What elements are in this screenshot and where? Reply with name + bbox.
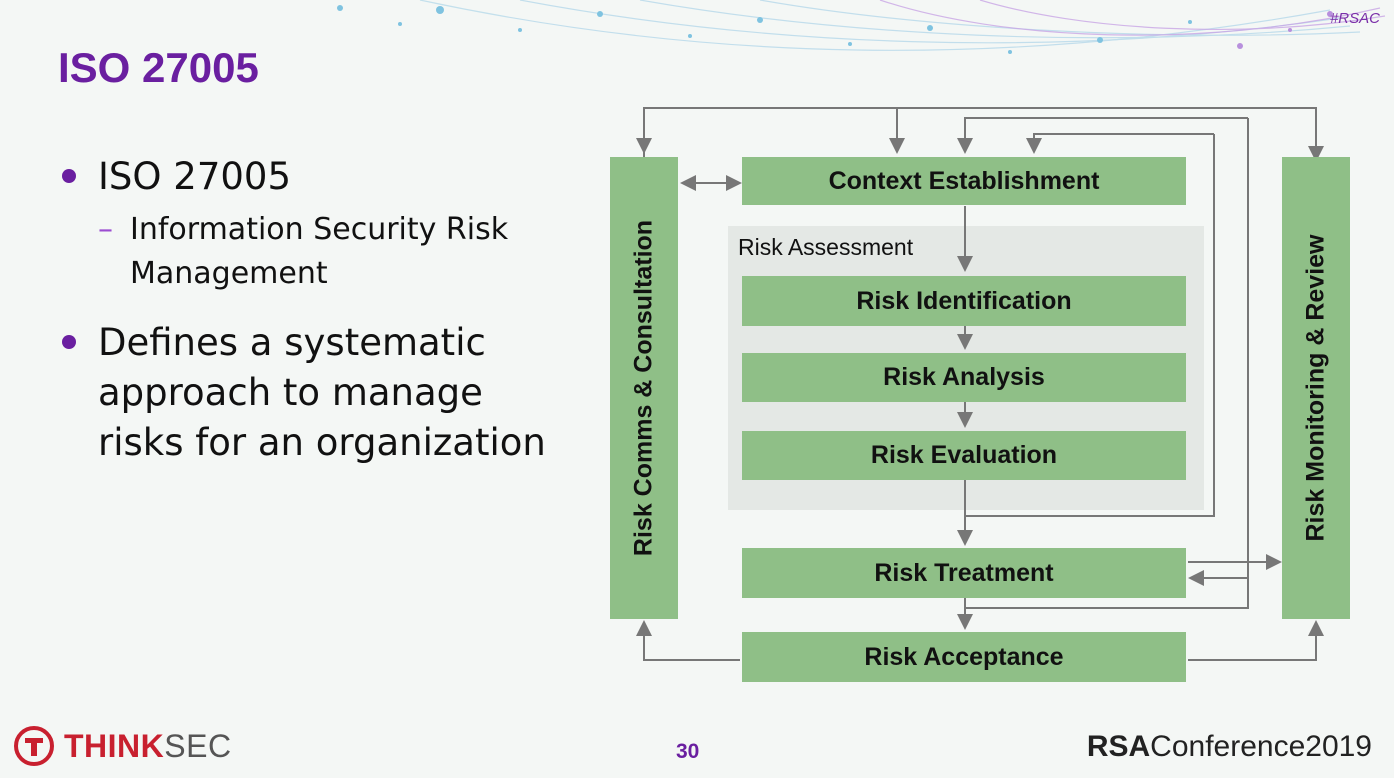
conference-text: Conference2019 <box>1150 730 1372 763</box>
bullet-item: ISO 27005 <box>58 152 578 202</box>
dash-icon: – <box>98 212 113 247</box>
risk-monitoring-review-label: Risk Monitoring & Review <box>1301 234 1330 542</box>
slide-title: ISO 27005 <box>58 44 259 91</box>
decorative-header-pattern <box>337 0 1386 54</box>
bullet-dot-icon <box>62 335 76 349</box>
risk-treatment-box: Risk Treatment <box>742 548 1186 598</box>
risk-analysis-box: Risk Analysis <box>742 353 1186 402</box>
risk-assessment-label: Risk Assessment <box>738 234 914 260</box>
risk-evaluation-box: Risk Evaluation <box>742 431 1186 480</box>
thinksec-logo: THINK SEC <box>14 726 232 766</box>
context-establishment-box: Context Establishment <box>742 157 1186 205</box>
rsa-conference-logo: RSAConference2019 <box>1087 730 1372 764</box>
bullet-text: Defines a systematic approach to manage … <box>98 321 546 464</box>
bullet-list: ISO 27005 – Information Security Risk Ma… <box>58 152 578 468</box>
risk-comms-consultation-box: Risk Comms & Consultation <box>610 157 678 619</box>
risk-identification-box: Risk Identification <box>742 276 1186 326</box>
rsa-brand-text: RSA <box>1086 730 1151 763</box>
bullet-text: ISO 27005 <box>98 155 291 198</box>
logo-sec-text: SEC <box>164 727 232 764</box>
rsac-hashtag: #RSAC <box>1329 10 1380 27</box>
thinksec-logo-icon <box>14 726 54 766</box>
risk-acceptance-box: Risk Acceptance <box>742 632 1186 682</box>
sub-bullet-item: – Information Security Risk Management <box>58 208 578 296</box>
page-number: 30 <box>676 740 700 763</box>
logo-think-text: THINK <box>64 727 165 764</box>
risk-monitoring-review-box: Risk Monitoring & Review <box>1282 157 1350 619</box>
risk-comms-consultation-label: Risk Comms & Consultation <box>629 219 658 557</box>
sub-bullet-text: Information Security Risk Management <box>130 212 509 291</box>
bullet-dot-icon <box>62 169 76 183</box>
bullet-item: Defines a systematic approach to manage … <box>58 318 578 468</box>
